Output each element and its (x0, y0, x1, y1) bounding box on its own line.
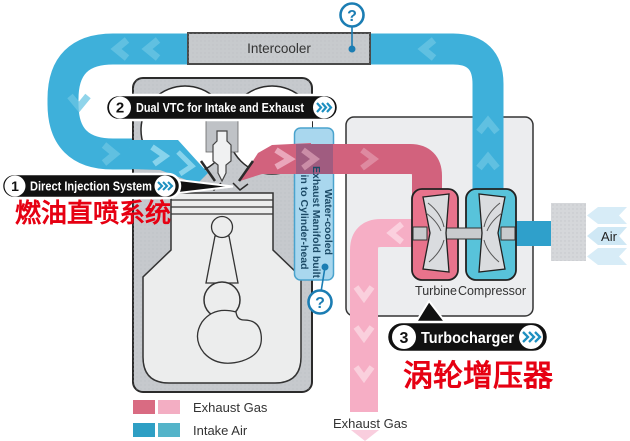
turbocharger-number: 3 (400, 330, 409, 347)
chevron-more-icon[interactable] (519, 325, 543, 349)
legend-swatch-exhaust-light (158, 400, 180, 414)
legend-swatch-intake-light (158, 423, 180, 437)
intake-flow-chevrons-right (417, 37, 500, 171)
intercooler: Intercooler (187, 32, 371, 65)
compressor-label: Compressor (458, 284, 526, 298)
direct-injection-number: 1 (11, 178, 19, 194)
number-badge (392, 325, 416, 349)
compressor-wheel (478, 193, 506, 273)
direct-injection-cn: 燃油直喷系统 (15, 198, 171, 228)
turbocharger-callout[interactable]: 3 Turbocharger 涡轮增压器 (385, 299, 554, 393)
fuel-injector (212, 130, 232, 183)
turbo-shaft (445, 227, 483, 240)
manifold-line3: in to Cylinder-head (298, 174, 310, 269)
question-icon-glyph: ? (315, 295, 325, 312)
intake-pipe-right (366, 33, 504, 196)
air-inlet-duct (512, 221, 552, 246)
air-intake: Air (551, 203, 627, 265)
manifold-caption: Water-cooled Exhaust Manifold built in t… (298, 166, 334, 279)
chevron-more-icon[interactable] (154, 175, 176, 197)
exhaust-outlet-arrow (351, 430, 379, 441)
manifold-help[interactable]: ? (307, 263, 333, 315)
exhaust-out-label: Exhaust Gas (333, 416, 408, 431)
intake-flow-arrow (130, 140, 208, 184)
intercooler-label: Intercooler (247, 41, 311, 56)
dual-vtc-number: 2 (116, 100, 124, 117)
dual-vtc-label: Dual VTC for Intake and Exhaust (136, 100, 305, 115)
question-icon[interactable] (307, 289, 333, 315)
turbo-core: Turbine Compressor (411, 188, 552, 298)
engine-block (132, 77, 313, 393)
exhaust-flow-arrow (240, 143, 311, 181)
exhaust-pipe-out: Exhaust Gas (333, 219, 414, 441)
chevron-more-icon[interactable] (313, 96, 335, 119)
connector-dot (321, 263, 329, 271)
legend-exhaust-label: Exhaust Gas (193, 400, 268, 415)
air-arrow (587, 227, 627, 245)
number-badge (4, 175, 26, 197)
dual-vtc-callout[interactable]: 2 Dual VTC for Intake and Exhaust (104, 93, 340, 122)
air-arrow (587, 207, 627, 224)
direct-injection-callout[interactable]: 1 Direct Injection System 燃油直喷系统 (0, 172, 234, 228)
air-label: Air (601, 229, 618, 244)
number-badge (109, 96, 131, 119)
legend: Exhaust Gas Intake Air (133, 400, 268, 438)
manifold-line2: Exhaust Manifold built (310, 166, 322, 279)
wrist-pin (210, 215, 234, 239)
head-flows (130, 140, 311, 191)
turbine-wheel (422, 193, 450, 273)
intercooler-help[interactable]: ? (339, 2, 365, 53)
legend-swatch-exhaust-dark (133, 400, 155, 414)
connector-dot (348, 45, 356, 53)
direct-injection-label: Direct Injection System (30, 180, 152, 194)
turbocharger-label: Turbocharger (421, 330, 514, 347)
crank-counterweight (196, 309, 263, 364)
crankcase (142, 192, 302, 384)
legend-intake-label: Intake Air (193, 423, 248, 438)
legend-swatch-intake-dark (133, 423, 155, 437)
exhaust-pipe-hot (296, 144, 442, 196)
question-icon[interactable] (339, 2, 365, 28)
turbine-label: Turbine (415, 284, 457, 298)
question-icon-glyph: ? (347, 8, 357, 25)
air-arrow (587, 248, 627, 265)
turbocharger-cn: 涡轮增压器 (403, 360, 554, 393)
manifold-line1: Water-cooled (322, 189, 334, 255)
